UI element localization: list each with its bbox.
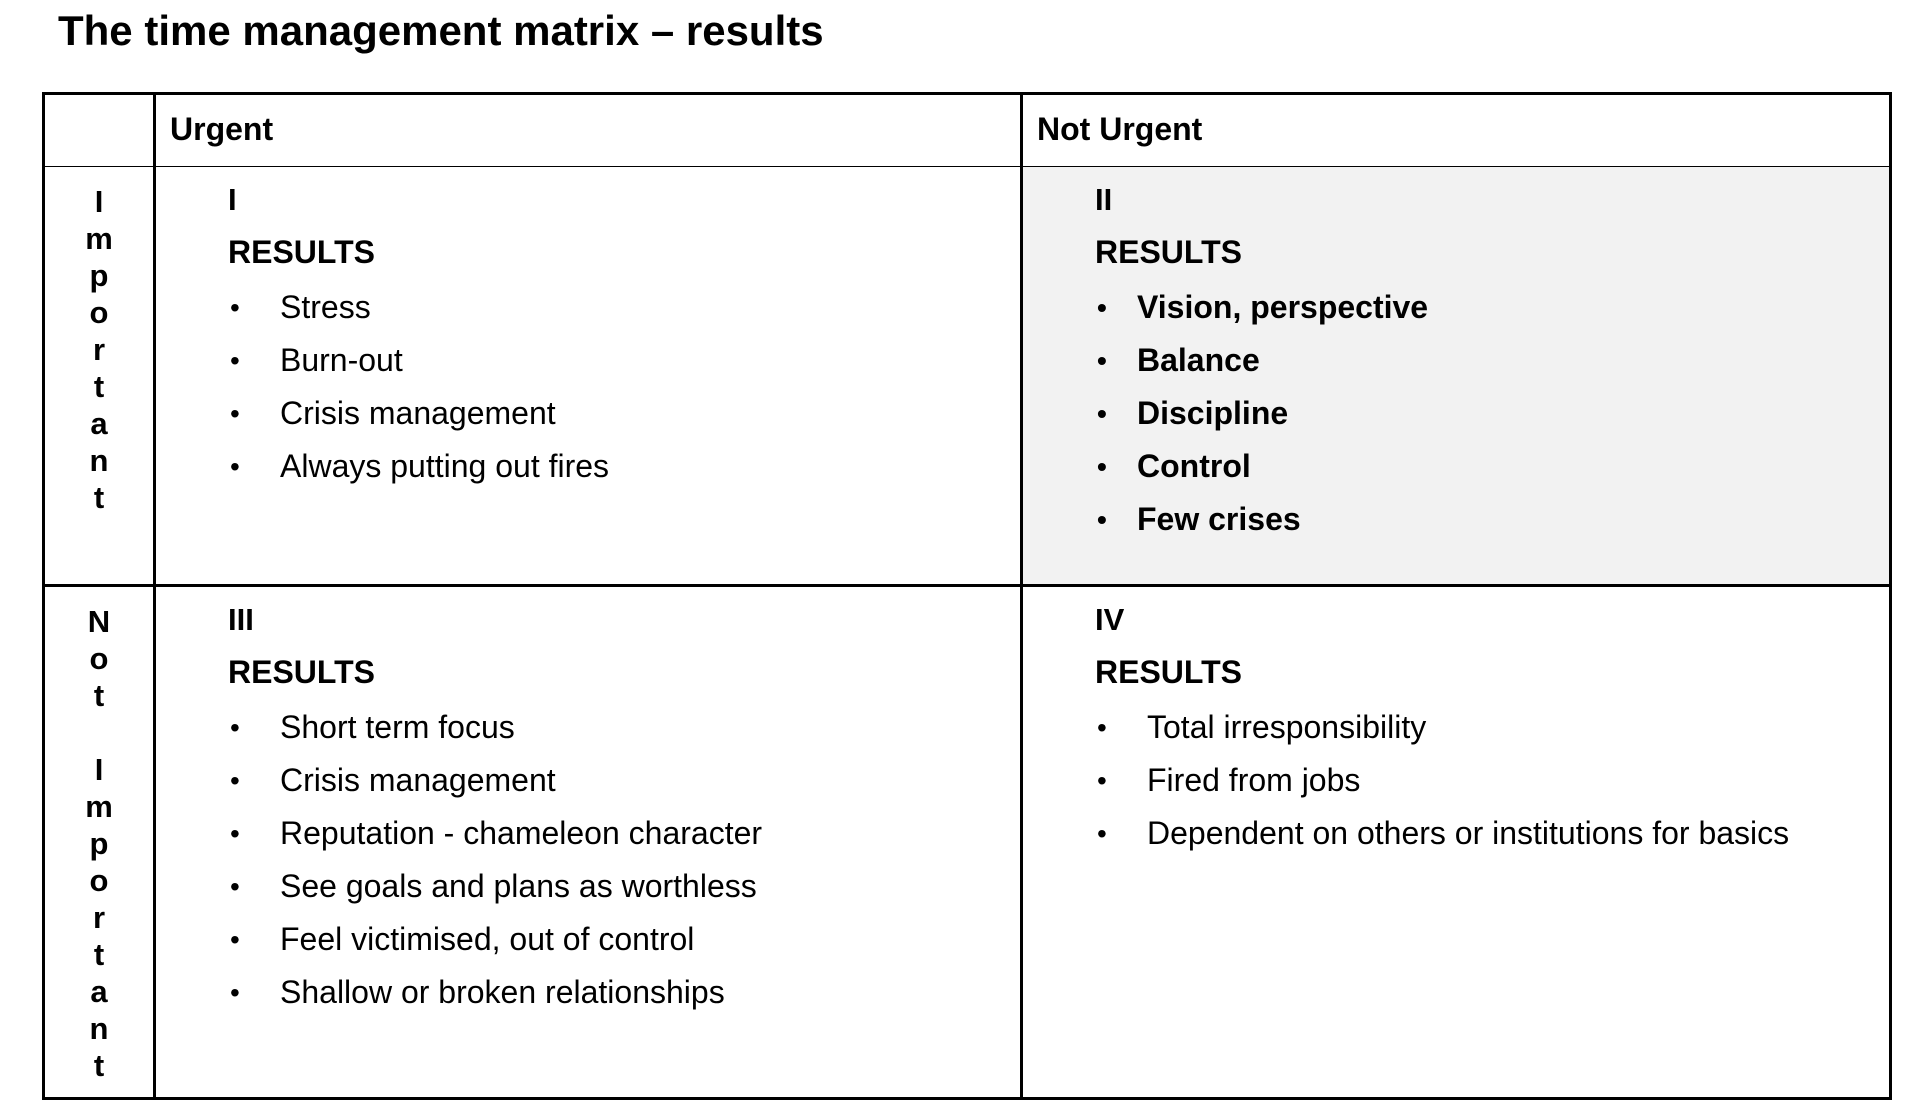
result-item: • Burn-out (228, 334, 1020, 387)
quadrant-heading: RESULTS (228, 654, 375, 690)
column-header-urgent: Urgent (156, 95, 1023, 167)
bullet-icon: • (1097, 292, 1107, 323)
row-label-letter: t (93, 480, 105, 515)
bullet-icon: • (1097, 451, 1107, 482)
quadrant-numeral: II (1095, 182, 1113, 217)
result-item: • Crisis management (228, 754, 1020, 807)
row-label-letter: I (94, 752, 104, 787)
result-item-text: See goals and plans as worthless (280, 868, 757, 904)
result-item-text: Vision, perspective (1137, 289, 1429, 325)
quadrant-numeral: IV (1095, 602, 1125, 637)
row-label-letter: n (89, 1011, 109, 1046)
column-header-not-urgent: Not Urgent (1023, 95, 1889, 167)
quadrant-result-list: • Stress • Burn-out • Crisis management • Alway… (228, 281, 1020, 493)
row-label-letter: a (90, 406, 108, 441)
bullet-icon: • (230, 818, 240, 849)
bullet-icon: • (230, 712, 240, 743)
result-item: • Shallow or broken relationships (228, 966, 1020, 1019)
result-item: • Short term focus (228, 701, 1020, 754)
row-label-letter: r (92, 332, 106, 367)
row-label-letter: r (92, 900, 106, 935)
page-title: The time management matrix – results (58, 7, 824, 54)
result-item-text: Crisis management (280, 762, 556, 798)
row-label-letter: o (89, 863, 109, 898)
result-item-text: Short term focus (280, 709, 515, 745)
quadrant-result-list: • Short term focus • Crisis management • Repu… (228, 701, 1020, 1019)
row-label-letter: N (87, 604, 111, 639)
quadrant-heading: RESULTS (228, 234, 375, 270)
row-label-letter: o (89, 641, 109, 676)
quadrant-numeral: III (228, 602, 254, 637)
bullet-icon: • (1097, 818, 1107, 849)
quadrant-4: IV RESULTS • Total irresponsibility • Fired… (1023, 587, 1889, 1097)
result-item: • Few crises (1095, 493, 1889, 546)
result-item-text: Shallow or broken relationships (280, 974, 725, 1010)
result-item: • Total irresponsibility (1095, 701, 1889, 754)
quadrant-heading: RESULTS (1095, 654, 1242, 690)
result-item: • Dependent on others or institutions for… (1095, 807, 1889, 860)
bullet-icon: • (1097, 712, 1107, 743)
result-item-text: Dependent on others or institutions for … (1147, 815, 1790, 851)
quadrant-result-list: •Total irresponsibility•Fired from jobs•… (1095, 701, 1889, 860)
quadrant-1: I RESULTS • Stress • Burn-out • Crisis manage… (156, 167, 1023, 587)
row-label-letter: m (85, 221, 113, 256)
bullet-icon: • (230, 924, 240, 955)
bullet-icon: • (230, 451, 240, 482)
result-item: • Balance (1095, 334, 1889, 387)
result-item-text: Always putting out fires (280, 448, 610, 484)
bullet-icon: • (230, 871, 240, 902)
result-item: • See goals and plans as worthless (228, 860, 1020, 913)
result-item-text: Fired from jobs (1147, 762, 1361, 798)
quadrant-result-list: •Vision, perspective•Balance•Discipline•… (1095, 281, 1889, 546)
row-label-letter: t (93, 369, 105, 404)
bullet-icon: • (1097, 504, 1107, 535)
result-item-text: Balance (1137, 342, 1260, 378)
row-label-letter: t (93, 1048, 105, 1083)
result-item: • Feel victimised, out of control (228, 913, 1020, 966)
row-label-letter: p (89, 258, 109, 293)
result-item-text: Control (1137, 448, 1251, 484)
result-item-text: Reputation - chameleon character (280, 815, 763, 851)
bullet-icon: • (230, 977, 240, 1008)
bullet-icon: • (230, 292, 240, 323)
quadrant-3: III RESULTS • Short term focus • Crisis man… (156, 587, 1023, 1097)
result-item: • Always putting out fires (228, 440, 1020, 493)
bullet-icon: • (1097, 345, 1107, 376)
row-label-letter: o (89, 295, 109, 330)
result-item: • Discipline (1095, 387, 1889, 440)
result-item-text: Discipline (1137, 395, 1289, 431)
bullet-icon: • (1097, 765, 1107, 796)
bullet-icon: • (230, 765, 240, 796)
result-item: • Reputation - chameleon character (228, 807, 1020, 860)
quadrant-heading: RESULTS (1095, 234, 1242, 270)
result-item: • Stress (228, 281, 1020, 334)
result-item-text: Few crises (1137, 501, 1301, 537)
bullet-icon: • (1097, 398, 1107, 429)
result-item-text: Feel victimised, out of control (280, 921, 695, 957)
result-item: • Crisis management (228, 387, 1020, 440)
result-item-text: Burn-out (280, 342, 403, 378)
result-item-text: Stress (280, 289, 371, 325)
result-item-text: Total irresponsibility (1147, 709, 1427, 745)
result-item-text: Crisis management (280, 395, 556, 431)
bullet-icon: • (230, 398, 240, 429)
row-label-letter: t (93, 937, 105, 972)
row-label-letter: t (93, 678, 105, 713)
result-item: • Vision, perspective (1095, 281, 1889, 334)
row-label-letter: p (89, 826, 109, 861)
row-label-letter: a (90, 974, 108, 1009)
result-item: • Fired from jobs (1095, 754, 1889, 807)
row-label-letter: n (89, 443, 109, 478)
result-item: • Control (1095, 440, 1889, 493)
quadrant-2: II RESULTS •Vision, perspective•Balance•… (1023, 167, 1889, 587)
matrix-corner-cell (45, 95, 156, 167)
row-label-letter: I (94, 184, 104, 219)
quadrant-numeral: I (228, 182, 237, 217)
bullet-icon: • (230, 345, 240, 376)
row-label-letter: m (85, 789, 113, 824)
